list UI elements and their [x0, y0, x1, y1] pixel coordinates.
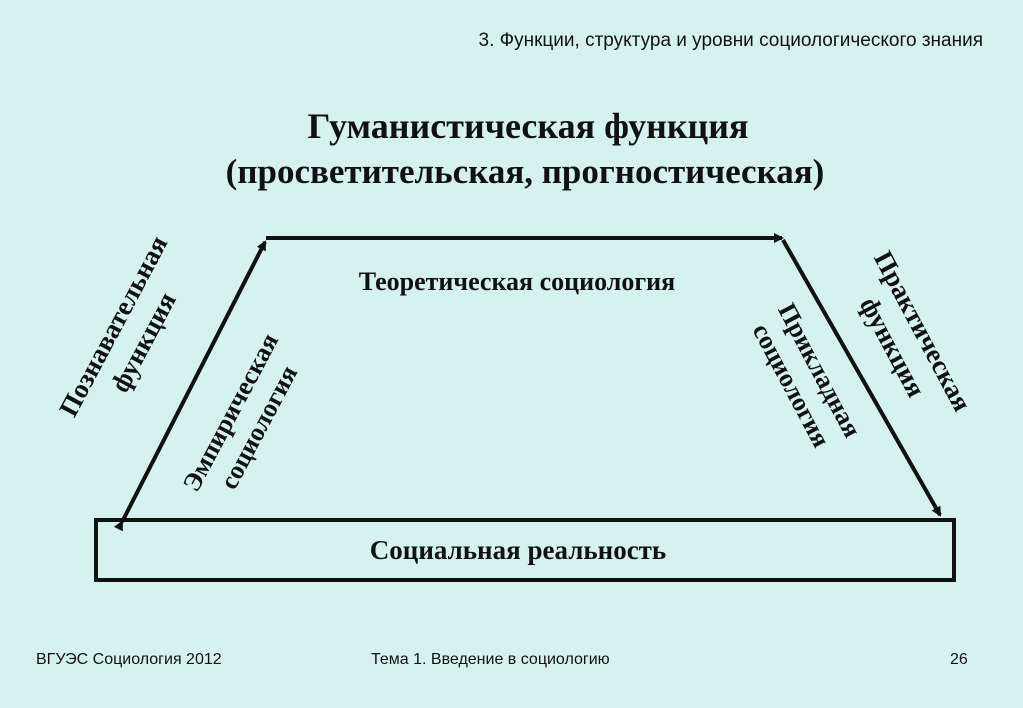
left-double-arrow-line [113, 240, 267, 532]
diagram-title-line2: (просветительская, прогностическая) [226, 152, 825, 191]
slide-header-title: 3. Функции, структура и уровни социологи… [478, 30, 983, 51]
theoretical-sociology-label: Теоретическая социология [359, 267, 675, 296]
diagram-title-line1: Гуманистическая функция [307, 106, 748, 146]
social-reality-box [94, 518, 956, 582]
social-reality-label: Социальная реальность [370, 535, 666, 565]
right-arrow-line [781, 239, 942, 517]
footer-course: ВГУЭС Социология 2012 [36, 651, 222, 668]
footer-page-number: 26 [950, 651, 968, 668]
footer-topic: Тема 1. Введение в социологию [371, 651, 610, 668]
